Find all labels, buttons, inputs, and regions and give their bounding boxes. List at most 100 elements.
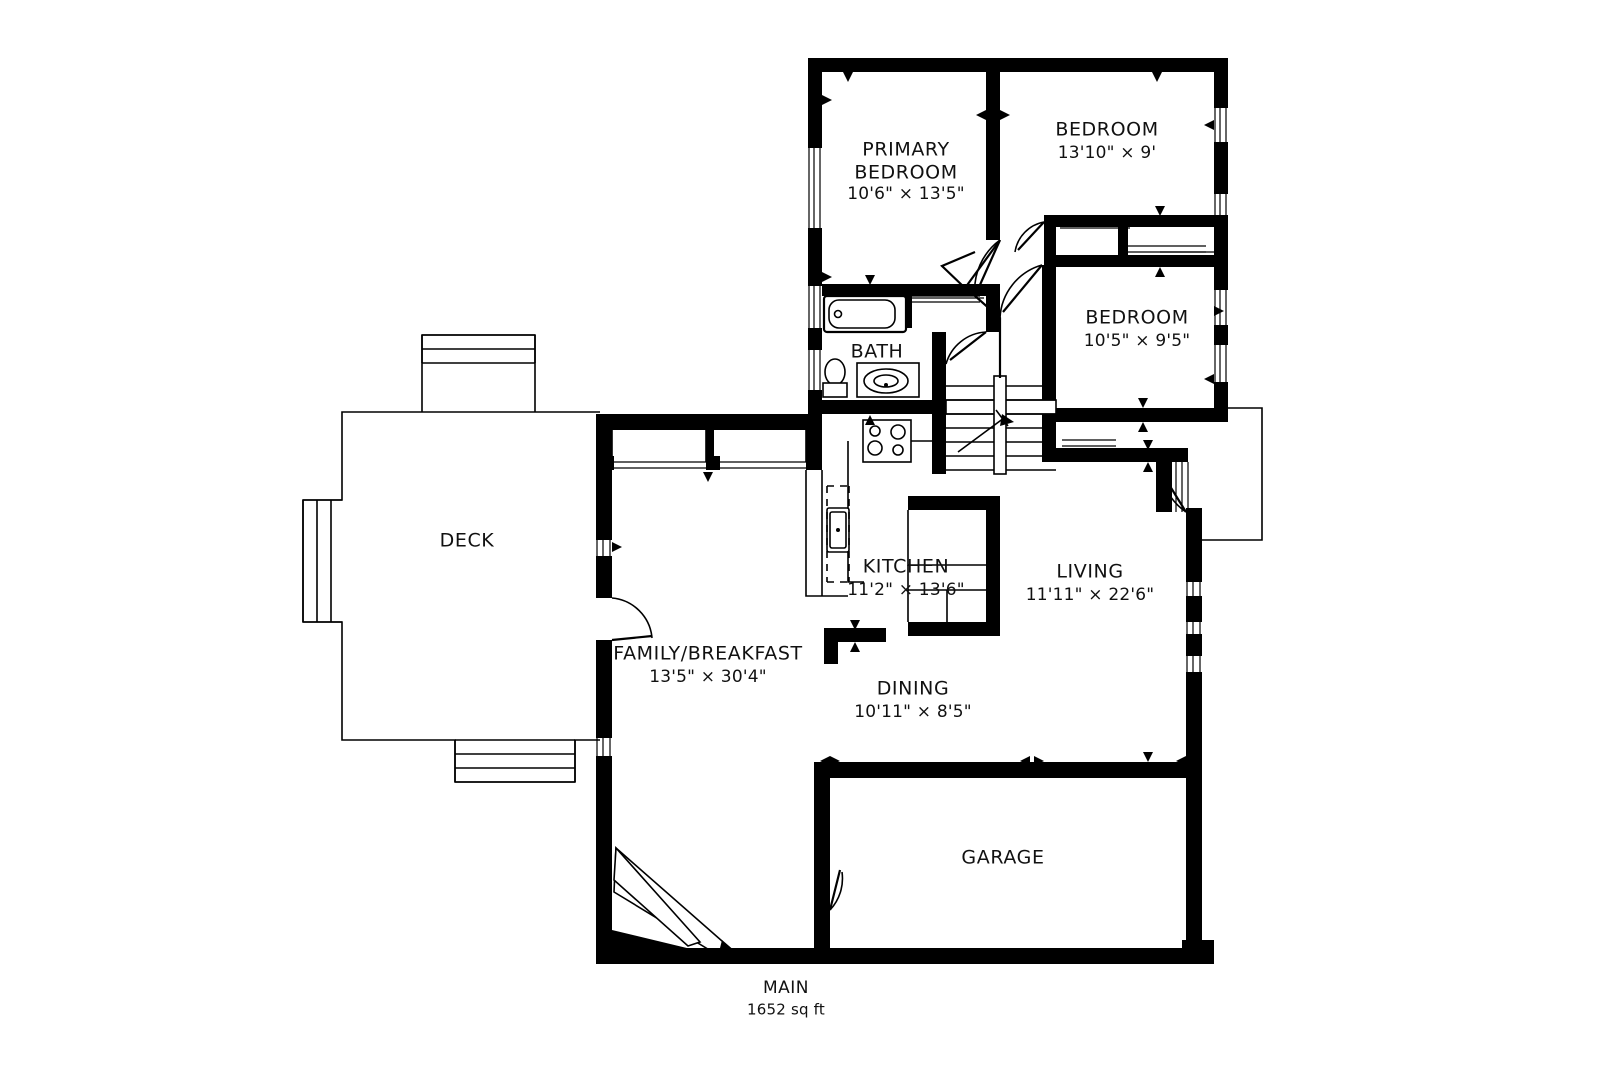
window-fb-1 xyxy=(596,518,611,556)
bath-closet-slider-2 xyxy=(900,295,980,303)
stair-wedge-inner xyxy=(613,846,702,947)
wall-bedroom-lr-left xyxy=(1042,265,1056,413)
stair-direction-arrow xyxy=(1000,414,1014,426)
wall-right-garage xyxy=(1186,768,1202,960)
wall-laundry-left-nib xyxy=(596,456,614,470)
window-left-upper-2 xyxy=(808,286,821,328)
window-living-2 xyxy=(1186,622,1201,634)
wall-fb-left-b xyxy=(596,518,612,540)
doors xyxy=(611,221,1187,911)
wall-right-living-b xyxy=(1186,596,1202,622)
room-dim-kitchen: 11'2" × 13'6" xyxy=(847,580,965,600)
wall-left-upper-b xyxy=(808,228,822,286)
garage-door-opening xyxy=(1038,949,1182,961)
closet-door-panel-right-2 xyxy=(1160,251,1214,259)
wall-bath-bottom xyxy=(808,400,946,414)
stairs xyxy=(932,375,1057,475)
wall-right-a xyxy=(1214,58,1228,108)
room-label-garage: GARAGE xyxy=(961,847,1044,869)
kitchen-counter-line-2 xyxy=(907,565,986,622)
wall-fb-left-d xyxy=(596,640,612,718)
wall-lower-left-diagonal xyxy=(596,814,720,962)
window-left-upper-1 xyxy=(808,148,821,228)
room-dim-primary-bedroom: 10'6" × 13'5" xyxy=(847,184,965,204)
door-leaf-primary xyxy=(964,239,1001,289)
wall-closet-divider xyxy=(1118,215,1128,267)
wall-closet-bottom xyxy=(1044,255,1228,267)
door-arc-garage xyxy=(829,871,844,911)
wall-right-living-d xyxy=(1186,672,1202,768)
room-label-family-breakfast: FAMILY/BREAKFAST xyxy=(613,643,802,665)
wall-top-exterior xyxy=(808,58,1228,72)
deck-outline xyxy=(302,334,600,783)
window-right-4 xyxy=(1214,345,1227,382)
room-dim-dining: 10'11" × 8'5" xyxy=(854,702,972,722)
room-dim-bedroom-lower-right: 10'5" × 9'5" xyxy=(1084,331,1191,351)
stair-direction-line xyxy=(957,417,1005,453)
closet-door-panel-left-2 xyxy=(1112,217,1190,225)
window-living-1 xyxy=(1186,582,1201,596)
wall-garage-left xyxy=(814,762,830,922)
kitchen-counter-edge xyxy=(847,441,864,583)
room-label-primary-bedroom-line2: BEDROOM xyxy=(854,162,957,184)
level-area: 1652 sq ft xyxy=(747,1001,825,1019)
entry-stoop-outline xyxy=(1202,407,1263,541)
room-label-bath: BATH xyxy=(851,341,904,363)
wall-laundry-divider xyxy=(706,430,714,462)
dimension-markers xyxy=(602,72,1224,956)
window-right-1 xyxy=(1214,108,1227,142)
toilet-tank xyxy=(822,382,848,398)
burner-4 xyxy=(892,444,904,456)
door-arc-bath xyxy=(945,331,987,365)
closet-door-panel-left xyxy=(1060,221,1130,229)
wall-left-upper-c xyxy=(808,328,822,350)
wall-dining-nib-h xyxy=(824,628,886,642)
door-leaf-closet xyxy=(1017,221,1045,251)
kitchen-fixtures xyxy=(805,419,938,597)
wall-fb-left-c xyxy=(596,556,612,598)
wall-kitchen-peninsula-right xyxy=(986,496,1000,636)
door-leaf-deck xyxy=(611,634,653,642)
closet-lr-slider xyxy=(1062,439,1116,447)
burner-3 xyxy=(890,424,906,440)
burner-2 xyxy=(867,440,883,456)
door-arc-primary xyxy=(973,239,1001,297)
room-label-primary-bedroom-line1: PRIMARY xyxy=(862,139,949,161)
wall-garage-top xyxy=(814,762,1200,778)
wall-right-living-c xyxy=(1186,634,1202,656)
bathtub-inner xyxy=(828,299,896,329)
wall-kitchen-peninsula-top xyxy=(908,496,1000,510)
room-dim-bedroom-upper-right: 13'10" × 9' xyxy=(1058,143,1157,163)
room-label-bedroom-lower-right: BEDROOM xyxy=(1085,307,1188,329)
wall-structure xyxy=(596,58,1263,964)
window-fb-2 xyxy=(596,718,611,756)
stair-direction-tick xyxy=(995,409,1009,427)
wall-fb-left-f xyxy=(596,756,612,814)
window-fb-1b xyxy=(596,556,611,598)
room-label-dining: DINING xyxy=(877,678,950,700)
bathtub-drain xyxy=(833,309,843,319)
wall-closet-top xyxy=(1044,215,1228,227)
room-label-kitchen: KITCHEN xyxy=(863,556,950,578)
wall-fb-left-a xyxy=(596,472,612,518)
door-leaf-garage xyxy=(828,869,842,911)
wall-right-d xyxy=(1214,325,1228,345)
sink-drain xyxy=(884,383,888,387)
kitchen-wall-edge xyxy=(805,470,848,597)
wall-right-b xyxy=(1214,142,1228,194)
wall-kitchen-peninsula-bottom xyxy=(908,622,1000,636)
wall-bedroom-lr-bottom xyxy=(1042,408,1228,422)
wall-bedroom-lr-stair xyxy=(1042,408,1056,460)
hall-wall-thin xyxy=(973,239,1002,378)
toilet-bowl xyxy=(824,358,846,386)
laundry-slider-left xyxy=(612,461,716,469)
wall-laundry-mid-nib xyxy=(706,456,720,470)
bath-closet-slider-1 xyxy=(908,291,984,299)
wall-garage-door-jamb xyxy=(814,916,830,964)
room-label-deck: DECK xyxy=(440,530,495,552)
cooktop-outline xyxy=(862,419,912,463)
wall-entry-top xyxy=(1042,448,1188,462)
wall-family-top xyxy=(596,414,822,430)
